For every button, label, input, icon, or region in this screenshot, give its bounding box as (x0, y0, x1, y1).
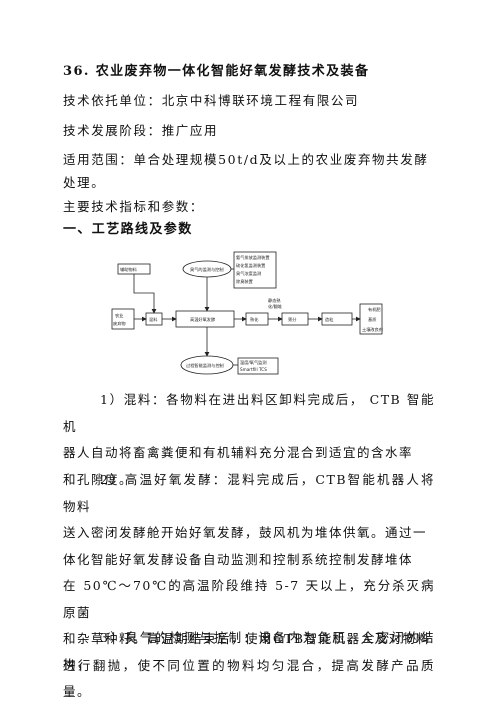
pc-output-2: Smartfill TCS (240, 367, 267, 372)
product-1: 有机肥 (368, 306, 381, 313)
supporting-unit: 技术依托单位：北京中科博联环境工程有限公司 (63, 93, 360, 108)
product-3: 土壤改良剂 (362, 326, 383, 333)
para2-line6: 进行翻抛，使不同位置的物料均匀混合，提高发酵产品质量。 (63, 657, 435, 700)
product-2: 基质 (368, 316, 376, 323)
odor-outputs-box (233, 251, 277, 289)
screening-label: 筛分 (288, 316, 297, 323)
side-label-1: 静态熟 (268, 297, 281, 304)
fermentation-label: 高温好氧发酵 (190, 316, 215, 323)
mixing-label: 混料 (149, 316, 158, 323)
paragraph-mixing: 1）混料：各物料在进出料区卸料完成后， CTB 智能机 器人自动将畜禽粪便和有机… (63, 387, 435, 493)
paragraph-odor: 3）臭气的检测与控制：设备内为负压、全密闭的结构， (63, 625, 435, 678)
source-label-2: 废弃物 (113, 320, 126, 327)
odor-output-1: 氨气排放监测装置 (236, 254, 270, 261)
auxiliary-label: 辅助物料 (120, 266, 138, 273)
pc-output-1: 温度/氧气监测 (240, 359, 267, 366)
para1-line1: 1）混料：各物料在进出料区卸料完成后， CTB 智能机 (63, 392, 435, 434)
odor-output-2: 硫化氢监测装置 (236, 262, 265, 269)
source-label-1: 农业 (115, 312, 123, 319)
paragraph-fermentation: 2）高温好氧发酵：混料完成后，CTB智能机器人将物料 送入密闭发酵舱开始好氧发酵… (63, 467, 435, 706)
process-control-outputs-box (237, 357, 279, 375)
odor-control-label: 臭气的监测与控制 (190, 266, 224, 273)
para2-line2: 送入密闭发酵舱开始好氧发酵，鼓风机为堆体供氧。通过一 (63, 525, 428, 540)
para3-line1: 3）臭气的检测与控制：设备内为负压、全密闭的结构， (63, 630, 435, 672)
scope-line-2: 处理。 (63, 175, 106, 190)
para1-line3: 和孔隙度。 (63, 471, 134, 487)
para2-line5: 和杂草种籽。高温期结束后，使用CTB智能机器人及对物料 (63, 631, 431, 646)
aging-label: 熟化 (250, 316, 259, 323)
para2-line4: 在 50℃～70℃的高温阶段维持 5-7 天以上，充分杀灭病原菌 (63, 578, 435, 620)
parameters-label: 主要技术指标和参数： (63, 199, 205, 214)
section-heading: 一、工艺路线及参数 (63, 222, 193, 237)
para1-line2: 器人自动将畜禽粪便和有机辅料充分混合到适宜的含水率 (63, 445, 414, 460)
side-label-2: 化/翻堆 (268, 303, 282, 310)
development-stage: 技术发展阶段：推广应用 (63, 123, 219, 138)
odor-output-3: 臭气浓度监测 (236, 270, 261, 277)
source-box (111, 308, 135, 330)
para2-line3: 体化智能好氧发酵设备自动监测和控制系统控制发酵堆体 (63, 551, 414, 567)
para2-line1: 2）高温好氧发酵：混料完成后，CTB智能机器人将物料 (63, 472, 435, 514)
granulation-label: 造粒 (325, 316, 333, 323)
process-control-label: 过程智能监测与控制 (186, 362, 224, 369)
process-flow-diagram: 辅助物料 臭气的监测与控制 氨气排放监测装置 硫化氢监测装置 臭气浓度监测 除臭… (111, 251, 383, 375)
scope-line-1: 适用范围：单合处理规模50t/d及以上的农业废弃物共发酵 (63, 152, 429, 167)
odor-output-4: 除臭装置 (236, 278, 253, 285)
document-title: 36. 农业废弃物一体化智能好氧发酵技术及装备 (63, 64, 370, 79)
